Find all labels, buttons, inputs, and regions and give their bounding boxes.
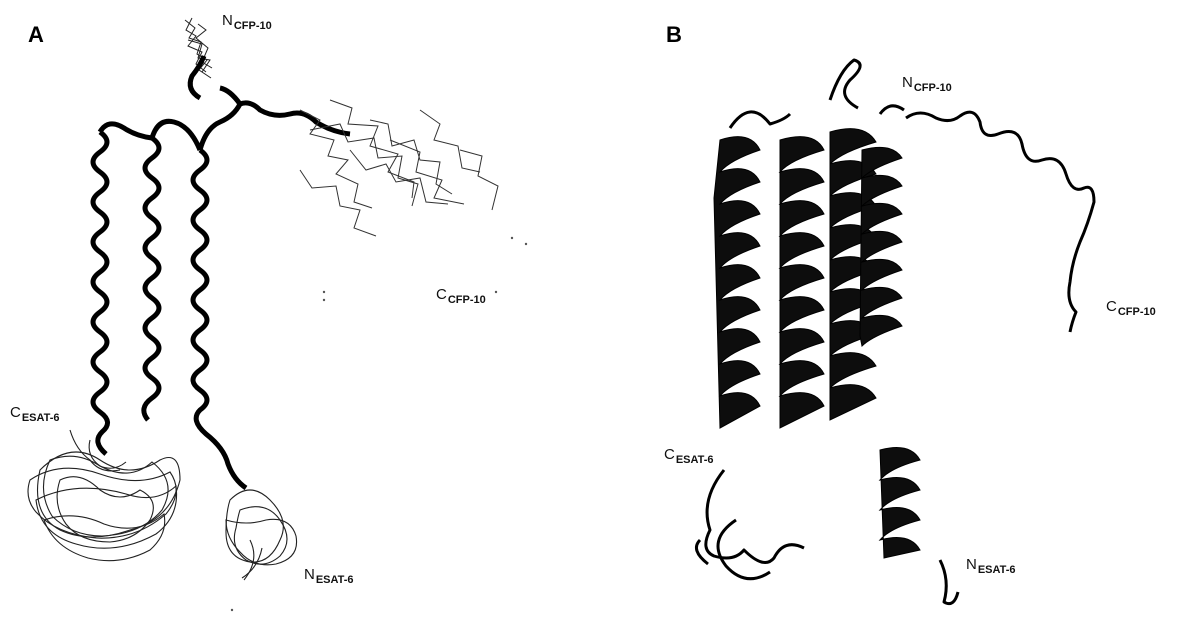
panel-b-label-n-esat6: NESAT-6: [966, 556, 1016, 573]
panel-a-label-n-cfp10: NCFP-10: [222, 12, 272, 29]
panel-b-letter: B: [666, 22, 682, 48]
panel-a-label-c-esat6: CESAT-6: [10, 404, 60, 421]
panel-a-label-n-esat6: NESAT-6: [304, 566, 354, 583]
panel-b-label-n-cfp10: NCFP-10: [902, 74, 952, 91]
panel-a-label-c-cfp10: CCFP-10: [436, 286, 486, 303]
panel-b-helix-ribbons: [714, 129, 920, 558]
panel-b-label-c-cfp10: CCFP-10: [1106, 298, 1156, 315]
panel-a-letter: A: [28, 22, 44, 48]
panel-b-label-c-esat6: CESAT-6: [664, 446, 714, 463]
